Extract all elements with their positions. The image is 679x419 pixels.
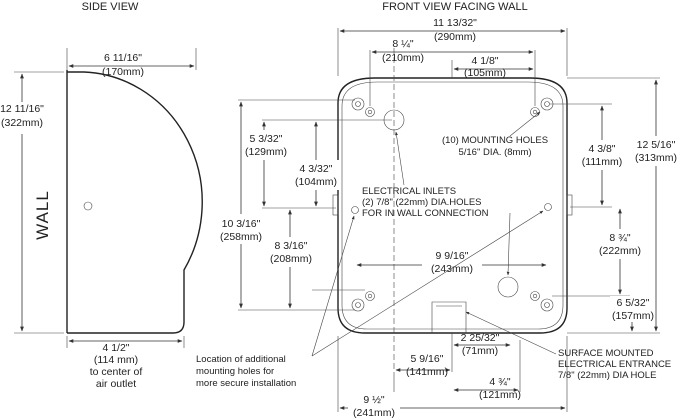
dim-12-5-16-mm: (313mm) (635, 152, 677, 164)
inlets-note-3: FOR IN WALL CONNECTION (362, 208, 489, 219)
side-view-heading: SIDE VIEW (82, 1, 139, 13)
dim-8-3-16-in: 8 3/16" (275, 240, 308, 252)
dim-10-3-16-label-bg (218, 214, 264, 244)
additional-hole-right (544, 203, 552, 211)
additional-note-1: Location of additional (196, 354, 286, 365)
surface-entrance-notch (431, 301, 467, 333)
inlets-note-2: (2) 7/8" (22mm) DIA.HOLES (362, 197, 482, 208)
additional-hole-left (351, 206, 359, 214)
side-outlet-point (83, 201, 93, 211)
outlet-note-2: air outlet (96, 378, 136, 390)
dim-9-9-16-label-bg (422, 249, 482, 277)
dim-8-1-4-mm: (210mm) (382, 52, 424, 64)
dim-2-25-32-mm: (71mm) (462, 345, 498, 357)
dim-4-3-4-in: 4 ¾" (489, 376, 511, 388)
surface-note-2: ELECTRICAL ENTRANCE (558, 359, 671, 370)
dim-10-3-16-mm: (258mm) (220, 231, 262, 243)
wall-label: WALL (33, 190, 52, 240)
additional-note-3: more secure installation (196, 378, 296, 389)
dim-5-9-16-mm: (141mm) (406, 366, 448, 378)
dim-4-3-8-in: 4 3/8" (588, 143, 615, 155)
additional-note-2: mounting holes for (196, 366, 274, 377)
dim-12-5-16-label-bg (634, 136, 678, 166)
dim-9-1-2-label-bg (348, 393, 400, 419)
outlet-mm: (114 mm) (94, 354, 138, 366)
mounting-holes-leader (509, 111, 541, 137)
right-side-tab (566, 194, 573, 216)
inlets-note-1: ELECTRICAL INLETS (362, 186, 456, 197)
dim-6-5-32-label-bg (610, 296, 656, 322)
front-view: FRONT VIEW FACING WALL (196, 1, 678, 419)
dim-4-1-8-mm: (105mm) (464, 67, 506, 79)
dim-4-3-32-in: 4 3/32" (300, 163, 333, 175)
dim-4-3-32-label-bg (293, 160, 339, 190)
dim-6-5-32-in: 6 5/32" (617, 297, 650, 309)
dim-5-3-32-label-bg (244, 130, 288, 160)
side-width-in: 6 11/16" (104, 52, 142, 64)
outlet-in: 4 1/2" (102, 342, 129, 354)
dim-5-9-16-in: 5 9/16" (411, 353, 444, 365)
dim-4-3-4-mm: (121mm) (479, 389, 521, 401)
dim-4-3-8-label-bg (580, 140, 624, 170)
side-height-mm: (322mm) (1, 117, 43, 129)
outlet-note-1: to center of (90, 366, 143, 378)
surface-note-3: 7/8" (22mm) DIA HOLE (558, 370, 656, 381)
dim-9-9-16-mm: (243mm) (431, 263, 473, 275)
mounting-hole-bottom-right (540, 298, 554, 312)
mounting-hole-top-left (351, 97, 365, 111)
dim-6-5-32-mm: (157mm) (612, 310, 654, 322)
left-side-tab (332, 194, 339, 216)
dim-8-3-16-label-bg (268, 237, 314, 267)
mounting-hole-bottom-right-inner (530, 291, 540, 301)
dim-4-3-32-mm: (104mm) (295, 176, 337, 188)
side-body-outline (67, 71, 203, 334)
inlets-leader-bottom (506, 212, 511, 276)
additional-leader-right (311, 210, 544, 357)
front-view-heading: FRONT VIEW FACING WALL (382, 1, 527, 13)
dim-8-3-4-label-bg (596, 229, 644, 259)
mounting-hole-bottom-left-inner (365, 291, 375, 301)
dim-8-1-4-in: 8 ¼" (392, 38, 414, 50)
mounting-hole-bottom-left (351, 298, 365, 312)
surface-leader (465, 311, 557, 355)
electrical-inlet-bottom (497, 276, 519, 298)
dim-9-1-2-in: 9 ½" (363, 394, 385, 406)
mounting-hole-top-left-inner (365, 107, 375, 117)
side-height-label-bg (1, 102, 44, 134)
overall-width-in: 11 13/32" (433, 17, 477, 29)
dim-8-3-4-in: 8 ¾" (609, 232, 631, 244)
side-height-in: 12 11/16" (0, 103, 44, 115)
dim-5-3-32-in: 5 3/32" (250, 133, 283, 145)
dim-2-25-32-in: 2 25/32" (461, 332, 500, 344)
surface-note-1: SURFACE MOUNTED (558, 348, 654, 359)
dim-5-3-32-mm: (129mm) (245, 146, 287, 158)
side-width-mm: (170mm) (102, 66, 144, 78)
mounting-holes-note-2: 5/16" DIA. (8mm) (458, 147, 531, 158)
inlets-leader-top (395, 131, 405, 186)
additional-leader-left (311, 215, 355, 357)
dim-9-1-2-mm: (241mm) (353, 407, 395, 419)
dim-8-3-4-mm: (222mm) (599, 245, 641, 257)
dim-8-3-16-mm: (208mm) (270, 253, 312, 265)
mounting-holes-note-1: (10) MOUNTING HOLES (442, 135, 548, 146)
dim-10-3-16-in: 10 3/16" (222, 218, 261, 230)
side-view: SIDE VIEW WALL 6 11/16" (170mm) 12 11/16… (0, 1, 203, 390)
dim-4-1-8-in: 4 1/8" (471, 55, 498, 67)
mounting-hole-top-right-inner (530, 107, 540, 117)
overall-width-mm: (290mm) (434, 31, 476, 43)
dim-9-9-16-in: 9 9/16" (436, 250, 469, 262)
dim-12-5-16-in: 12 5/16" (637, 139, 676, 151)
dim-4-3-8-mm: (111mm) (582, 156, 622, 168)
front-body-outline (337, 77, 568, 334)
front-body-inner-outline (341, 81, 564, 330)
